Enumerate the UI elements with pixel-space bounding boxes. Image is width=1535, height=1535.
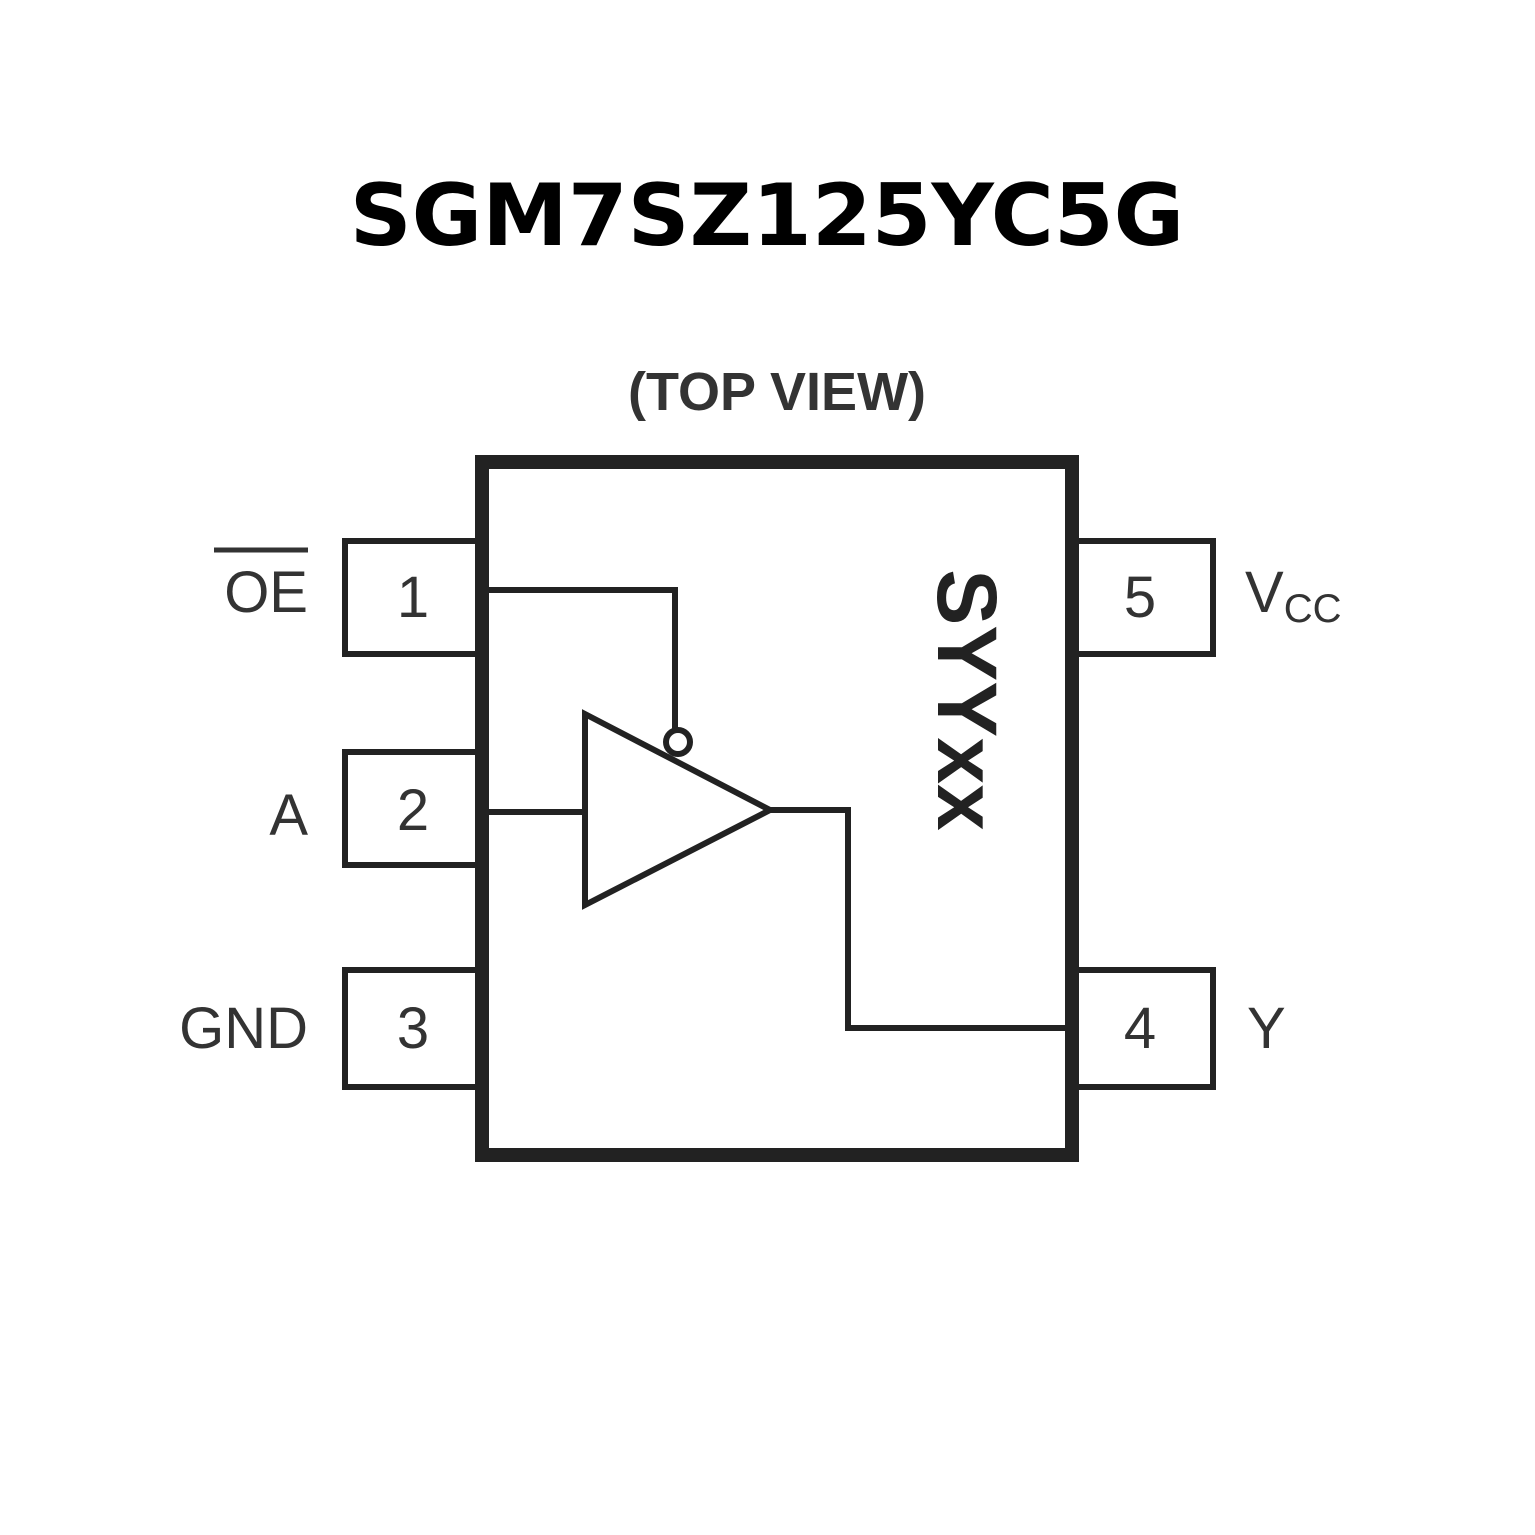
pin-1-pad xyxy=(342,538,485,657)
pin-3-name: GND xyxy=(179,996,308,1061)
pin-4-name: Y xyxy=(1247,996,1286,1061)
pin-5-pad xyxy=(1069,538,1216,657)
inversion-bubble xyxy=(663,727,693,757)
pin-5-number: 5 xyxy=(1124,565,1156,630)
part-number-title: SGM7SZ125YC5G xyxy=(350,166,1185,266)
pin-1-name: OE xyxy=(224,560,308,625)
buffer-triangle xyxy=(582,709,777,910)
view-label: (TOP VIEW) xyxy=(628,362,926,422)
oe-wire xyxy=(489,587,678,731)
buffer-circuit xyxy=(489,587,1066,1031)
pin-5-name-subscript: CC xyxy=(1284,587,1342,631)
pin-3-number: 3 xyxy=(397,996,429,1061)
pin-3-pad xyxy=(342,967,485,1090)
y-wire xyxy=(770,807,1066,1031)
pin-5-name-main: V xyxy=(1245,560,1284,625)
pin-2-name: A xyxy=(269,783,308,848)
pin-4-pad xyxy=(1069,967,1216,1090)
pin-2-number: 2 xyxy=(397,778,429,843)
pin-2-pad xyxy=(342,749,485,868)
pin-1-number: 1 xyxy=(397,565,429,630)
package-outline xyxy=(342,455,1216,1162)
package-marking: SYYxx xyxy=(920,569,1014,831)
pin-4-number: 4 xyxy=(1124,996,1156,1061)
pin-5-name: VCC xyxy=(1245,560,1341,631)
